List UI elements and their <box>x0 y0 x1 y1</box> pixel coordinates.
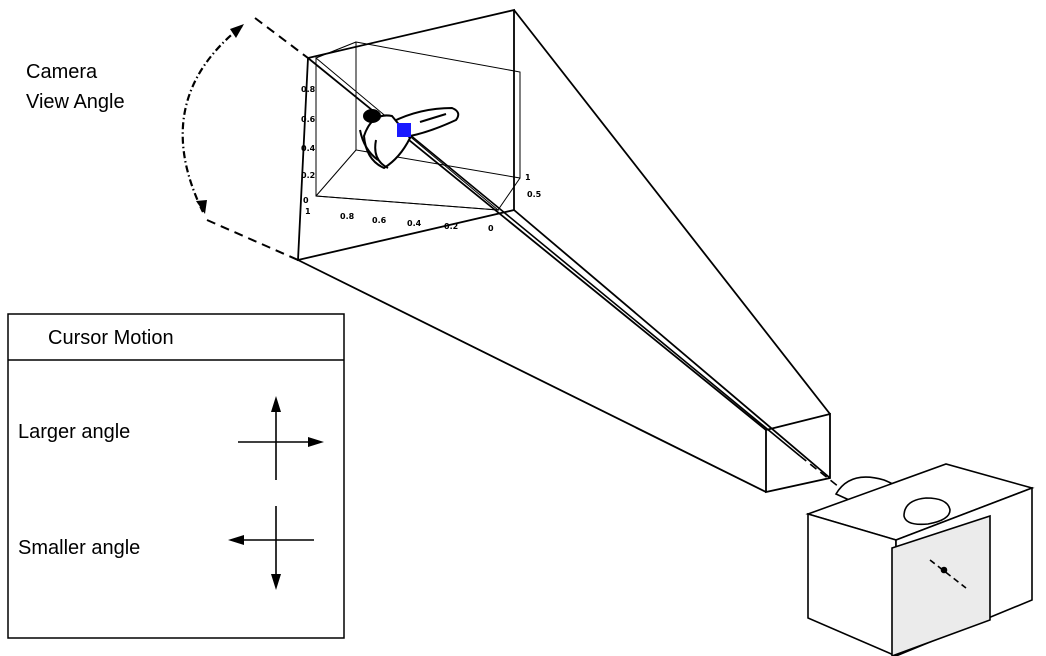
view-angle-label-line2: View Angle <box>26 91 125 113</box>
x-tick: 0.4 <box>407 219 422 228</box>
axes-edge-2 <box>315 149 357 197</box>
x-tick: 0.2 <box>444 222 458 231</box>
z-tick: 0.6 <box>301 115 316 124</box>
camera-viewfinder <box>903 497 951 526</box>
frustum-edge-bottom-right <box>513 209 831 479</box>
smaller-angle-label: Smaller angle <box>18 537 140 559</box>
cursor-motion-legend: Cursor Motion Larger angle Smaller angle <box>7 313 345 639</box>
z-axis-ticks: 0.8 0.6 0.4 0.2 0 <box>301 85 316 205</box>
legend-frame <box>7 313 345 639</box>
camera-target-marker <box>397 123 411 137</box>
y-axis-ticks: 1 0.5 <box>525 173 542 199</box>
axes-floor-edge <box>315 195 499 211</box>
arc-arrowhead-bottom <box>196 200 207 214</box>
y-tick: 1 <box>525 173 531 182</box>
z-tick: 0.2 <box>301 171 315 180</box>
larger-angle-arrows <box>238 396 324 480</box>
left-arrow-icon <box>228 535 244 545</box>
camera-screen-point <box>940 566 948 574</box>
camera-screen <box>891 514 991 656</box>
right-arrow-icon <box>308 437 324 447</box>
x-tick: 0.8 <box>340 212 355 221</box>
x-tick: 0 <box>488 224 494 233</box>
view-angle-label-line1: Camera <box>26 61 98 83</box>
axes-edge-1 <box>315 41 357 59</box>
legend-title: Cursor Motion <box>48 327 174 349</box>
camera-icon <box>805 463 1035 656</box>
view-frustum <box>297 8 831 494</box>
axes-edge-3 <box>497 177 521 211</box>
frustum-edge-top-right <box>513 9 831 415</box>
view-angle-dashed-top <box>254 17 309 59</box>
larger-angle-label: Larger angle <box>18 421 130 443</box>
near-plane <box>765 412 831 494</box>
camera-screen-sight <box>929 559 967 589</box>
y-tick: 0.5 <box>527 190 542 199</box>
view-angle-dashed-bottom <box>206 219 299 261</box>
smaller-angle-arrows <box>228 506 314 590</box>
down-arrow-icon <box>271 574 281 590</box>
camera-front-face <box>807 512 897 656</box>
x-axis-ticks: 1 0.8 0.6 0.4 0.2 0 <box>305 207 494 233</box>
z-tick: 0 <box>303 196 309 205</box>
sight-line <box>403 129 801 457</box>
arc-arrowhead-top <box>230 24 244 38</box>
view-angle-arc <box>181 25 243 213</box>
z-tick: 0.8 <box>301 85 316 94</box>
x-tick: 1 <box>305 207 311 216</box>
view-angle-indicator: Camera View Angle <box>26 17 309 261</box>
frustum-edge-bottom-left <box>297 259 767 493</box>
z-tick: 0.4 <box>301 144 316 153</box>
x-tick: 0.6 <box>372 216 387 225</box>
up-arrow-icon <box>271 396 281 412</box>
